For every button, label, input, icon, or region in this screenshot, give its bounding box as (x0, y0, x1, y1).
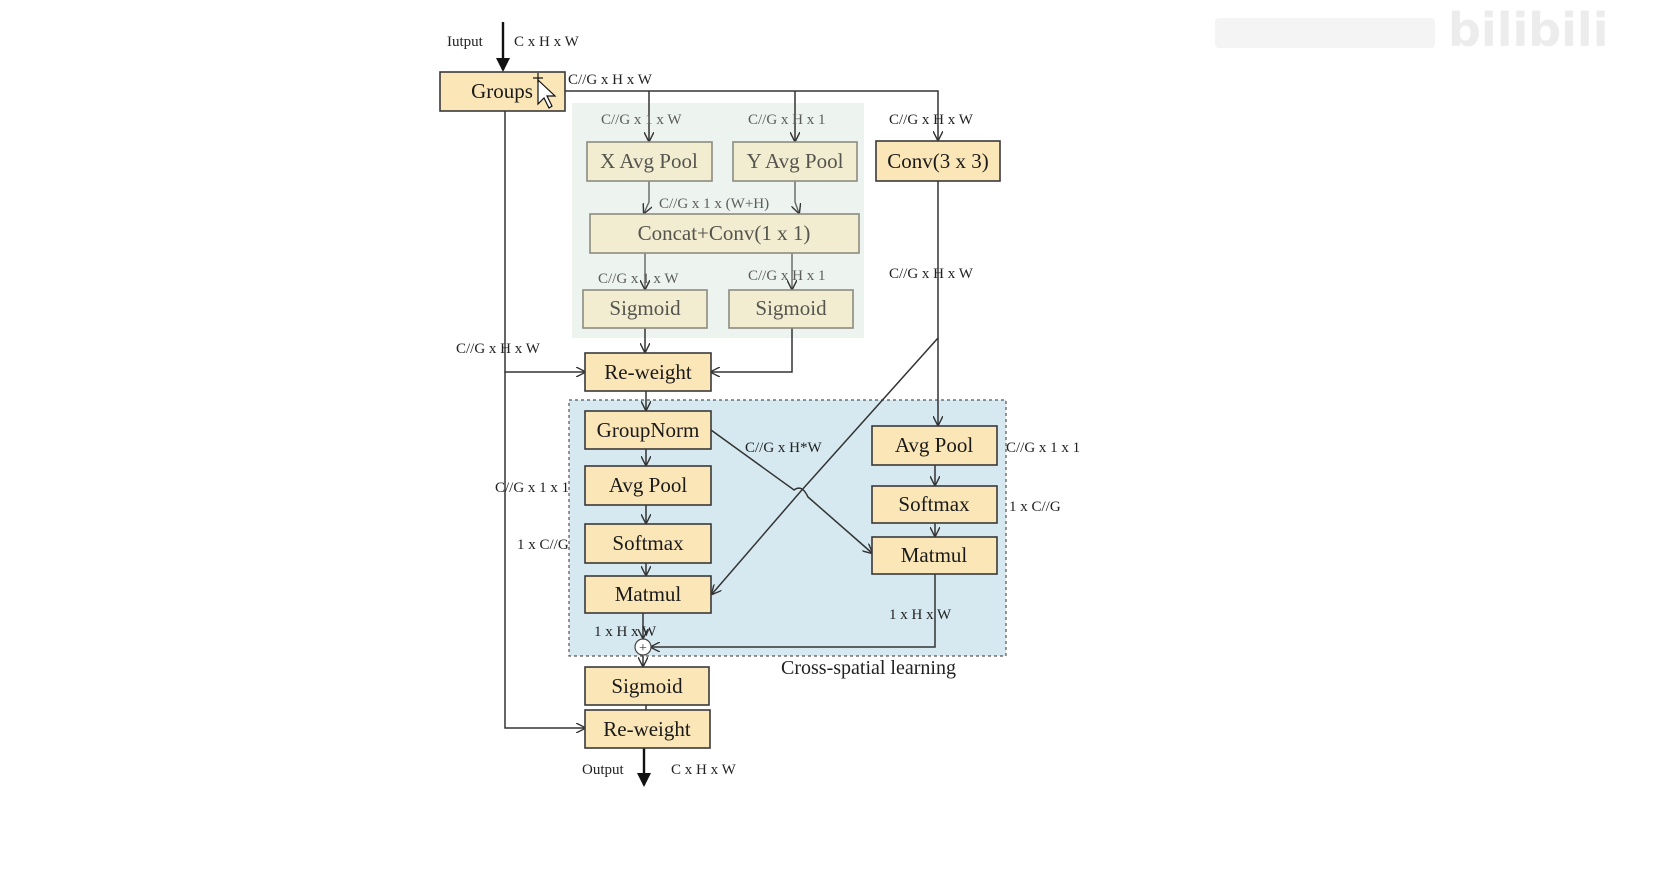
shape-right-pool-out: C//G x 1 x 1 (1006, 440, 1080, 456)
conv3x3-label: Conv(3 x 3) (887, 149, 989, 173)
shape-cross-hw: C//G x H*W (745, 440, 823, 456)
softmax-left-label: Softmax (612, 531, 684, 555)
output-label: Output (582, 762, 625, 778)
avgpool-right-block: Avg Pool (871, 425, 998, 466)
reweight-2-label: Re-weight (603, 717, 691, 741)
skip-to-reweight2 (504, 372, 585, 728)
shape-sig-y-in: C//G x H x 1 (748, 268, 826, 284)
y-avg-pool-block: Y Avg Pool (732, 141, 858, 182)
concat-conv-block: Concat+Conv(1 x 1) (589, 213, 860, 254)
shape-sig-x-in: C//G x 1 x W (598, 271, 679, 287)
sigy-to-reweight (711, 328, 793, 372)
mouse-cursor-icon (533, 73, 557, 109)
reweight-2-block: Re-weight (584, 709, 711, 749)
softmax-right-block: Softmax (871, 485, 998, 524)
avgpool-right-label: Avg Pool (895, 433, 974, 457)
shape-x-pool-in: C//G x 1 x W (601, 112, 682, 128)
sigmoid-x-label: Sigmoid (609, 296, 681, 320)
conv-to-left-matmul (712, 337, 939, 594)
matmul-right-label: Matmul (901, 543, 968, 567)
reweight-1-block: Re-weight (584, 352, 712, 392)
sigmoid-y-block: Sigmoid (728, 289, 854, 329)
cross-spatial-label: Cross-spatial learning (781, 657, 956, 679)
sum-symbol: + (639, 641, 647, 656)
shape-conv-out: C//G x H x W (889, 266, 974, 282)
shape-left-softmax-out: 1 x C//G (517, 537, 569, 553)
watermark-text: bilibili (1448, 3, 1608, 57)
matmul-left-block: Matmul (584, 575, 712, 614)
shape-conv-in: C//G x H x W (889, 112, 974, 128)
watermark-blur (1215, 18, 1435, 48)
x-avg-pool-label: X Avg Pool (600, 149, 698, 173)
shape-concat-in: C//G x 1 x (W+H) (659, 196, 769, 212)
reweight-1-label: Re-weight (604, 360, 692, 384)
sigmoid-y-label: Sigmoid (755, 296, 827, 320)
input-shape: C x H x W (514, 34, 580, 50)
ypool-to-concat (795, 181, 799, 213)
sigmoid-x-block: Sigmoid (582, 289, 708, 329)
shape-right-softmax-out: 1 x C//G (1009, 499, 1061, 515)
shape-left-pool-out: C//G x 1 x 1 (495, 480, 569, 496)
groups-label: Groups (471, 79, 533, 103)
softmax-right-label: Softmax (898, 492, 970, 516)
avgpool-left-label: Avg Pool (609, 473, 688, 497)
concat-conv-label: Concat+Conv(1 x 1) (638, 221, 811, 245)
right-matmul-to-sum (651, 574, 936, 647)
softmax-left-block: Softmax (584, 523, 712, 564)
sum-node (634, 638, 652, 656)
groupnorm-to-right-matmul (710, 429, 872, 553)
y-avg-pool-label: Y Avg Pool (747, 149, 844, 173)
matmul-left-label: Matmul (615, 582, 682, 606)
conv3x3-block: Conv(3 x 3) (875, 140, 1001, 182)
matmul-right-block: Matmul (871, 536, 998, 575)
xpool-to-concat (644, 181, 649, 213)
shape-y-pool-in: C//G x H x 1 (748, 112, 826, 128)
shape-after-groups: C//G x H x W (568, 72, 653, 88)
x-avg-pool-block: X Avg Pool (586, 141, 713, 182)
groupnorm-block: GroupNorm (584, 410, 712, 450)
shape-left-matmul-out: 1 x H x W (594, 624, 657, 640)
groups-bus (565, 90, 938, 140)
output-shape: C x H x W (671, 762, 737, 778)
shape-right-matmul-out: 1 x H x W (889, 607, 952, 623)
groupnorm-label: GroupNorm (597, 418, 700, 442)
avgpool-left-block: Avg Pool (584, 465, 712, 506)
sigmoid-final-label: Sigmoid (611, 674, 683, 698)
shape-skip: C//G x H x W (456, 341, 541, 357)
sigmoid-final-block: Sigmoid (584, 666, 710, 706)
input-label: Iutput (447, 34, 484, 50)
